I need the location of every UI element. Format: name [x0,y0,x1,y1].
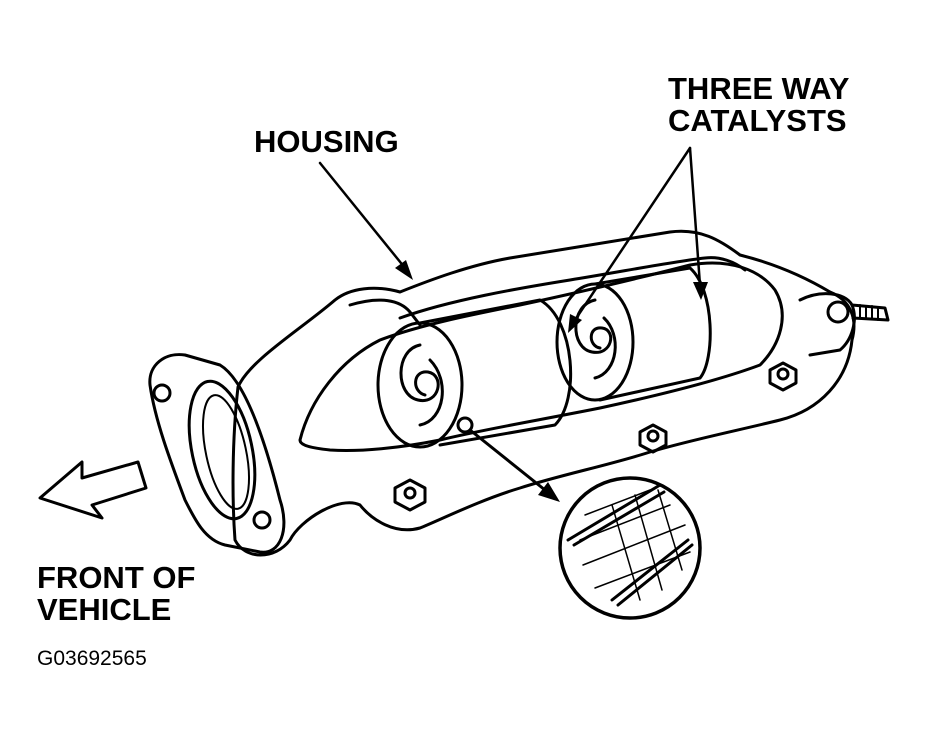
figure-id: G03692565 [37,647,147,670]
magnified-wall-line-1 [566,483,662,542]
catalyst-body-1 [418,298,573,447]
vehicle-label: VEHICLE [37,592,172,627]
inlet-flange [148,353,286,554]
catalyst-swirl-1 [399,343,444,427]
catalyst-leader-line-1 [573,146,692,322]
catalyst-body-2 [593,266,712,402]
mounting-nut-1 [393,478,427,512]
inlet-opening-inner [202,394,250,510]
detail-point [456,416,474,434]
catalyst-arrowhead-1 [568,314,582,333]
catalyst-front-face-1 [376,321,464,449]
catalyst-leader-line-2 [688,146,702,287]
housing-leader-line [318,161,407,270]
converter-outer-body [231,229,856,557]
magnified-detail-circle [558,476,702,620]
cutaway-opening [298,261,784,453]
front-of-label: FRONT OF [37,560,196,595]
detail-leader-line [468,428,547,492]
housing-top-seam [398,256,747,320]
three-way-label: THREE WAY [668,71,850,106]
magnified-wall-line-4 [610,538,690,602]
outlet-stud [850,303,890,322]
inlet-opening [187,379,257,521]
magnified-wall-line-2 [572,490,666,547]
housing-label: HOUSING [254,124,399,159]
magnified-wall-line-3 [616,543,694,607]
mounting-nut-3 [768,361,798,392]
catalysts-label: CATALYSTS [668,103,847,138]
stud-threads [859,304,879,321]
detail-arrowhead [538,482,560,502]
outlet-bolt-hole [826,300,850,324]
housing-arrowhead [395,260,413,280]
front-direction-arrow-icon [38,460,148,520]
mounting-nut-2 [638,423,668,454]
flange-bolt-hole-2 [252,510,272,530]
catalyst-arrowhead-2 [693,282,708,300]
flange-bolt-hole-1 [152,383,172,403]
housing-upper-ridge [348,298,422,327]
